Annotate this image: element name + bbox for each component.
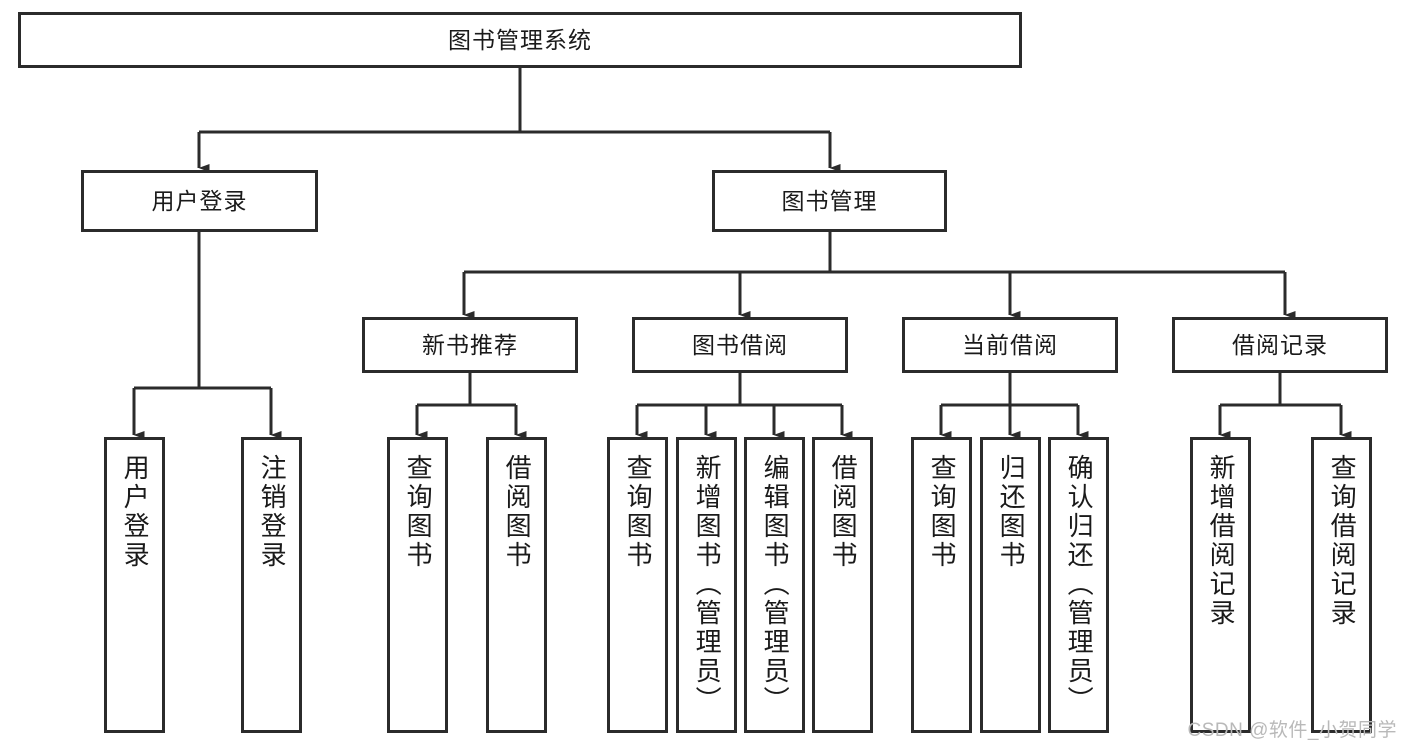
leaf-node-query-books-current[interactable]: 查询图书 <box>911 437 972 733</box>
node-label: 新书推荐 <box>422 331 518 358</box>
node-book-management[interactable]: 图书管理 <box>712 170 947 232</box>
node-label: 图书借阅 <box>692 331 788 358</box>
node-label: 图书管理 <box>781 187 878 214</box>
leaf-node-borrow-books-new[interactable]: 借阅图书 <box>486 437 547 733</box>
node-label: 归还图书 <box>996 454 1027 570</box>
node-label: 查询图书 <box>927 454 958 570</box>
leaf-node-query-books-borrow[interactable]: 查询图书 <box>607 437 668 733</box>
leaf-node-add-borrow-record[interactable]: 新增借阅记录 <box>1190 437 1251 733</box>
leaf-node-logout[interactable]: 注销登录 <box>241 437 302 733</box>
node-user-login[interactable]: 用户登录 <box>81 170 318 232</box>
leaf-node-query-borrow-record[interactable]: 查询借阅记录 <box>1311 437 1372 733</box>
leaf-node-edit-book-admin[interactable]: 编辑图书（管理员） <box>744 437 805 733</box>
node-new-book-recommend[interactable]: 新书推荐 <box>362 317 578 373</box>
node-label: 用户登录 <box>151 187 248 214</box>
node-borrow-records[interactable]: 借阅记录 <box>1172 317 1388 373</box>
node-label: 确认归还（管理员） <box>1064 454 1095 715</box>
node-label: 借阅图书 <box>828 454 859 570</box>
connectors-login-leaves <box>132 232 282 439</box>
connectors-level1-2 <box>197 68 841 172</box>
leaf-node-confirm-return-admin[interactable]: 确认归还（管理员） <box>1048 437 1109 733</box>
node-label: 编辑图书（管理员） <box>760 454 791 715</box>
node-label: 用户登录 <box>120 454 151 570</box>
node-label: 图书管理系统 <box>448 26 592 53</box>
connectors-level2-3 <box>462 232 1296 319</box>
leaf-node-borrow-books[interactable]: 借阅图书 <box>812 437 873 733</box>
node-label: 查询图书 <box>403 454 434 570</box>
node-label: 查询借阅记录 <box>1327 454 1358 628</box>
node-current-borrow[interactable]: 当前借阅 <box>902 317 1118 373</box>
connectors-borrow-leaves <box>635 373 853 439</box>
node-label: 借阅记录 <box>1232 331 1328 358</box>
node-root-system[interactable]: 图书管理系统 <box>18 12 1022 68</box>
node-label: 当前借阅 <box>962 331 1058 358</box>
node-label: 借阅图书 <box>502 454 533 570</box>
node-label: 注销登录 <box>257 454 288 570</box>
leaf-node-add-book-admin[interactable]: 新增图书（管理员） <box>676 437 737 733</box>
node-label: 新增借阅记录 <box>1206 454 1237 628</box>
node-book-borrow[interactable]: 图书借阅 <box>632 317 848 373</box>
leaf-node-query-books-new[interactable]: 查询图书 <box>387 437 448 733</box>
connectors-current-leaves <box>939 373 1089 439</box>
leaf-node-user-login[interactable]: 用户登录 <box>104 437 165 733</box>
node-label: 查询图书 <box>623 454 654 570</box>
connectors-records-leaves <box>1218 373 1352 439</box>
leaf-node-return-books[interactable]: 归还图书 <box>980 437 1041 733</box>
connectors-newbook-leaves <box>415 373 527 439</box>
node-label: 新增图书（管理员） <box>692 454 723 715</box>
